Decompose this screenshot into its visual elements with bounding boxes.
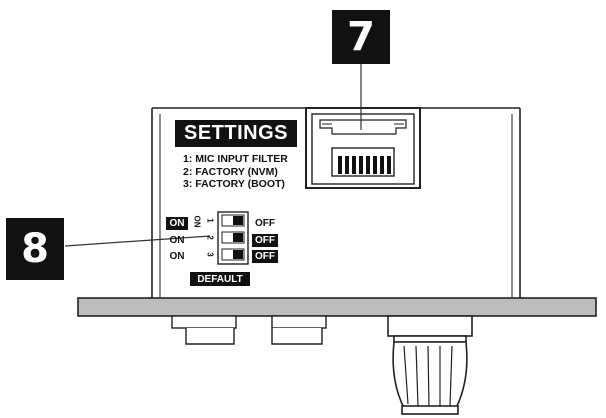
settings-line: 2: FACTORY (NVM) <box>183 165 278 178</box>
dip-row2-left-label: ON <box>169 234 185 246</box>
callout-8-number: 8 <box>21 226 49 272</box>
dip-row3-right-label: OFF <box>252 250 278 263</box>
dip-row2-right-label: OFF <box>252 234 278 247</box>
settings-list: 1: MIC INPUT FILTER 2: FACTORY (NVM) 3: … <box>183 153 288 191</box>
bottom-connectors <box>171 315 327 345</box>
dip-row1-right-label: OFF <box>255 217 275 229</box>
dip-number-3: 3 <box>205 252 215 257</box>
settings-line: 3: FACTORY (BOOT) <box>183 178 285 190</box>
enclosure-outline <box>151 107 521 298</box>
callout-7-badge: 7 <box>332 10 390 64</box>
dip-on-marker: ON <box>192 215 202 228</box>
knob <box>387 315 473 415</box>
bottom-panel <box>77 297 597 317</box>
callout-8-leader <box>64 235 211 247</box>
dip-row1-left-label: ON <box>166 217 188 230</box>
dip-number-2: 2 <box>205 235 215 240</box>
ethernet-port <box>305 107 421 189</box>
dip-levers <box>233 216 243 259</box>
dip-default-label: DEFAULT <box>190 272 250 286</box>
settings-line: 1: MIC INPUT FILTER <box>183 153 288 165</box>
settings-title-text: SETTINGS <box>183 122 288 144</box>
callout-8-badge: 8 <box>6 218 64 280</box>
ethernet-pins <box>338 156 391 174</box>
callout-7-number: 7 <box>347 14 375 60</box>
dip-row3-left-label: ON <box>169 250 185 262</box>
dip-number-1: 1 <box>205 218 215 223</box>
settings-title: SETTINGS <box>175 120 297 147</box>
